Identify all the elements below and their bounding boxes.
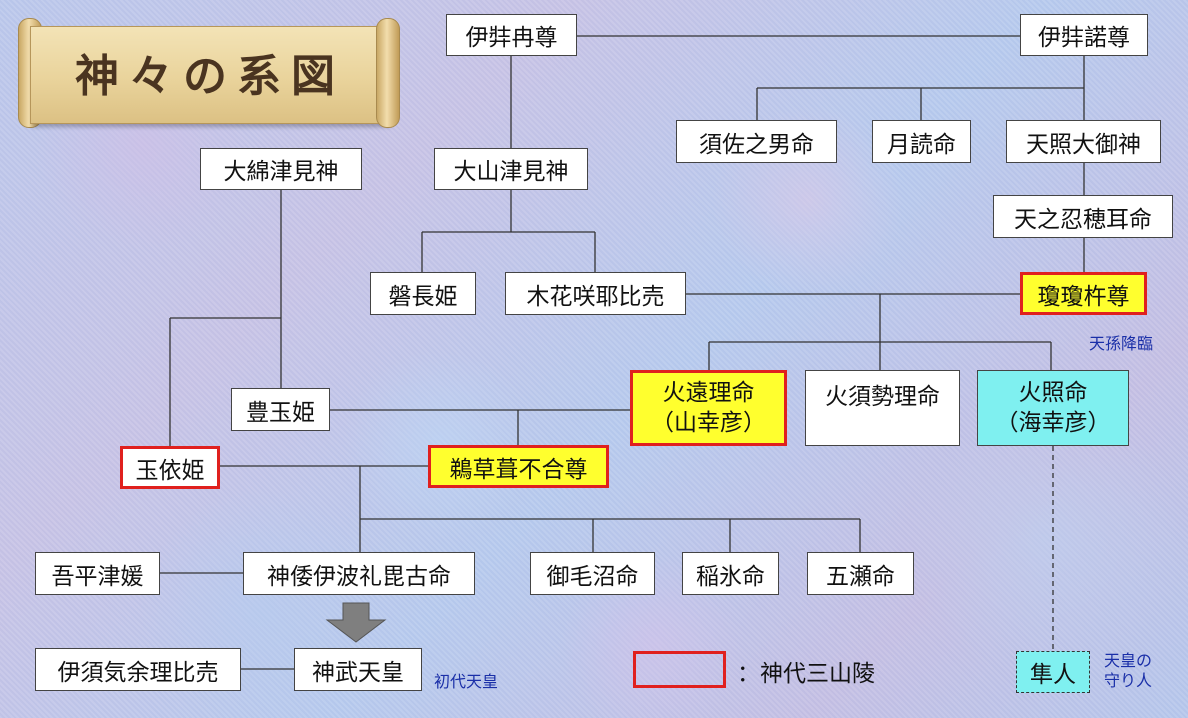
note-guardian-line2: 守り人 [1104,671,1153,690]
node-jimmu: 神武天皇 [294,648,422,691]
node-hoderi-alias: （海幸彦） [995,410,1111,436]
node-susanoo: 須佐之男命 [676,120,837,163]
node-inahi: 稲氷命 [682,552,779,595]
node-hayato: 隼人 [1016,651,1090,693]
node-oshihomimi: 天之忍穂耳命 [993,195,1173,238]
scroll-paper [30,26,388,124]
node-oyamatsumi: 大山津見神 [434,148,588,190]
title-scroll: 神々の系図 [18,16,400,128]
node-tamayori: 玉依姫 [120,446,220,489]
node-iwanaga: 磐長姫 [370,272,476,315]
node-hosuseri: 火須勢理命 [805,370,960,446]
node-toyotama: 豊玉姫 [231,388,330,431]
node-amaterasu: 天照大御神 [1006,120,1161,163]
node-ugaya: 鵜草葺不合尊 [428,445,609,488]
note-guardian: 天皇の 守り人 [1104,651,1152,691]
note-guardian-line1: 天皇の [1104,651,1153,670]
down-arrow-icon [325,602,387,643]
node-kamuyamato: 神倭伊波礼毘古命 [243,552,475,595]
node-mikenu: 御毛沼命 [530,552,655,595]
node-ahiratsu: 吾平津媛 [35,552,160,595]
node-tsukuyomi: 月読命 [872,120,971,163]
node-konohanasakuya: 木花咲耶比売 [505,272,686,315]
note-first-emperor: 初代天皇 [434,672,499,691]
node-hoori-name: 火遠理命 [662,380,755,406]
scroll-roll-right [376,18,400,128]
node-hoderi-name: 火照命 [1018,380,1088,406]
node-hoori: 火遠理命 （山幸彦） [630,370,787,446]
legend-label: ：神代三山陵 [737,661,875,687]
node-isuke: 伊須気余理比売 [35,648,241,691]
legend-swatch [633,651,726,688]
page-title: 神々の系図 [75,51,345,102]
node-itsuse: 五瀬命 [807,552,914,595]
node-izanami: 伊弉冉尊 [446,14,577,56]
node-hoderi: 火照命 （海幸彦） [977,370,1129,446]
node-ninigi: 瓊瓊杵尊 [1020,272,1147,315]
note-tenson: 天孫降臨 [1089,334,1154,353]
node-izanagi: 伊弉諾尊 [1020,14,1148,56]
node-owatatsumi: 大綿津見神 [200,148,362,190]
node-hoori-alias: （山幸彦） [651,410,766,436]
